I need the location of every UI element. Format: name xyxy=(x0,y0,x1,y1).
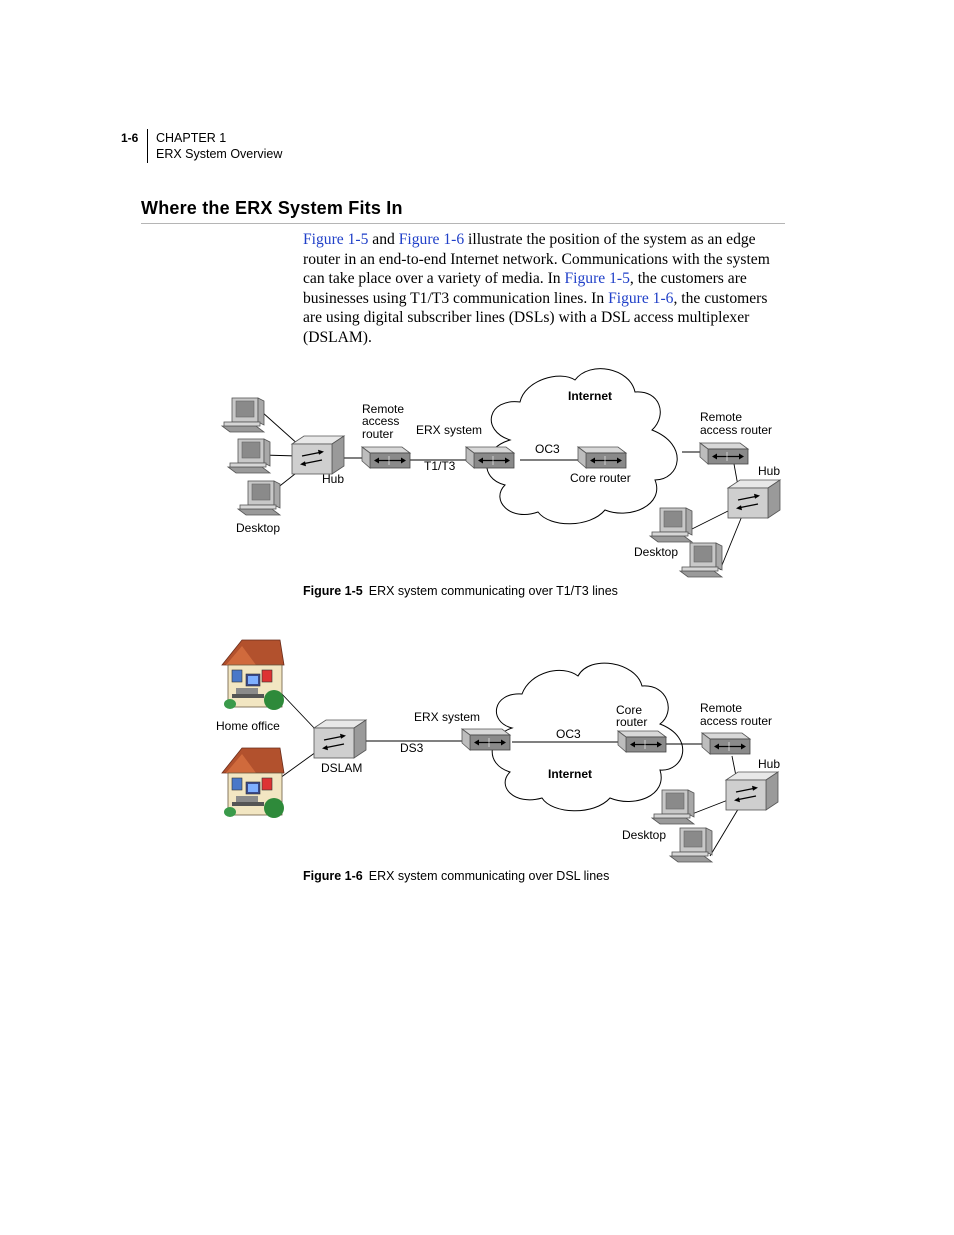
chapter-header: CHAPTER 1 ERX System Overview xyxy=(156,130,282,162)
core-router-icon xyxy=(577,446,627,469)
desktop-icon xyxy=(669,827,713,863)
remote-access-router-icon xyxy=(699,442,749,465)
page-number: 1-6 xyxy=(121,131,139,145)
hub-icon xyxy=(725,771,779,811)
remote-access-router-label: access router xyxy=(700,714,772,728)
figure-1-6: Home office ERX system Core router Remot… xyxy=(216,639,780,863)
desktop-icon xyxy=(649,507,693,543)
caption-number: Figure 1-5 xyxy=(303,584,363,598)
internet-cloud xyxy=(486,368,678,525)
hub-icon xyxy=(727,479,781,519)
dslam-icon xyxy=(313,719,367,759)
remote-access-router-label: access xyxy=(362,414,399,428)
header-divider xyxy=(147,129,148,163)
figure-1-6-caption: Figure 1-6 ERX system communicating over … xyxy=(303,869,609,883)
desktop-label: Desktop xyxy=(634,545,678,559)
section-title-rule xyxy=(141,223,785,224)
desktop-label: Desktop xyxy=(236,521,280,535)
desktop-icon xyxy=(227,438,271,474)
internet-label: Internet xyxy=(568,389,612,403)
desktop-icon xyxy=(221,397,265,433)
oc3-label: OC3 xyxy=(535,442,560,456)
erx-system-icon xyxy=(461,728,511,751)
erx-system-label: ERX system xyxy=(414,710,480,724)
hub-label: Hub xyxy=(322,472,344,486)
hub-icon xyxy=(291,435,345,475)
ds3-label: DS3 xyxy=(400,741,424,755)
home-office-icon xyxy=(221,639,285,711)
remote-access-router-label: Remote xyxy=(700,701,742,715)
internet-label: Internet xyxy=(548,767,592,781)
internet-cloud xyxy=(491,662,683,812)
desktop-label: Desktop xyxy=(622,828,666,842)
body-paragraph: Figure 1-5 and Figure 1-6 illustrate the… xyxy=(303,230,788,348)
hub-label: Hub xyxy=(758,757,780,771)
remote-access-router-label: Remote xyxy=(700,410,742,424)
link-figure-1-6[interactable]: Figure 1-6 xyxy=(608,289,674,307)
caption-text: ERX system communicating over T1/T3 line… xyxy=(368,584,618,598)
remote-access-router-label: router xyxy=(362,427,393,441)
t1t3-label: T1/T3 xyxy=(424,459,456,473)
link-figure-1-5[interactable]: Figure 1-5 xyxy=(303,231,369,248)
body-text: , the customers are using digital subscr… xyxy=(303,289,768,346)
body-text: illustrate the position of the system as… xyxy=(303,231,770,288)
remote-access-router-label: Remote xyxy=(362,402,404,416)
figure-1-5-caption: Figure 1-5 ERX system communicating over … xyxy=(303,584,618,598)
body-text: and xyxy=(368,231,399,248)
core-router-label: Core router xyxy=(570,471,631,485)
remote-access-router-icon xyxy=(361,446,411,469)
chapter-label: CHAPTER 1 xyxy=(156,131,227,145)
remote-access-router-icon xyxy=(701,732,751,755)
core-router-icon xyxy=(617,730,667,753)
body-text: , the customers are businesses using T1/… xyxy=(303,270,747,307)
link-figure-1-5[interactable]: Figure 1-5 xyxy=(564,270,630,288)
home-office-icon xyxy=(221,747,285,819)
desktop-icon xyxy=(651,789,695,825)
core-router-label: router xyxy=(616,715,647,729)
hub-label: Hub xyxy=(758,464,780,478)
erx-system-label: ERX system xyxy=(416,423,482,437)
core-router-label: Core xyxy=(616,703,642,717)
chapter-title: ERX System Overview xyxy=(156,147,283,161)
oc3-label: OC3 xyxy=(556,727,581,741)
caption-text: ERX system communicating over DSL lines xyxy=(368,869,610,883)
desktop-icon xyxy=(237,480,281,516)
erx-system-icon xyxy=(465,446,515,469)
figure-1-5: Internet Remote access router ERX system… xyxy=(221,368,781,578)
link-figure-1-6[interactable]: Figure 1-6 xyxy=(398,231,465,248)
desktop-icon xyxy=(679,542,723,578)
section-title: Where the ERX System Fits In xyxy=(141,198,403,218)
caption-number: Figure 1-6 xyxy=(303,869,363,883)
remote-access-router-label: access router xyxy=(700,423,772,437)
dslam-label: DSLAM xyxy=(321,761,362,775)
home-office-label: Home office xyxy=(216,719,280,733)
